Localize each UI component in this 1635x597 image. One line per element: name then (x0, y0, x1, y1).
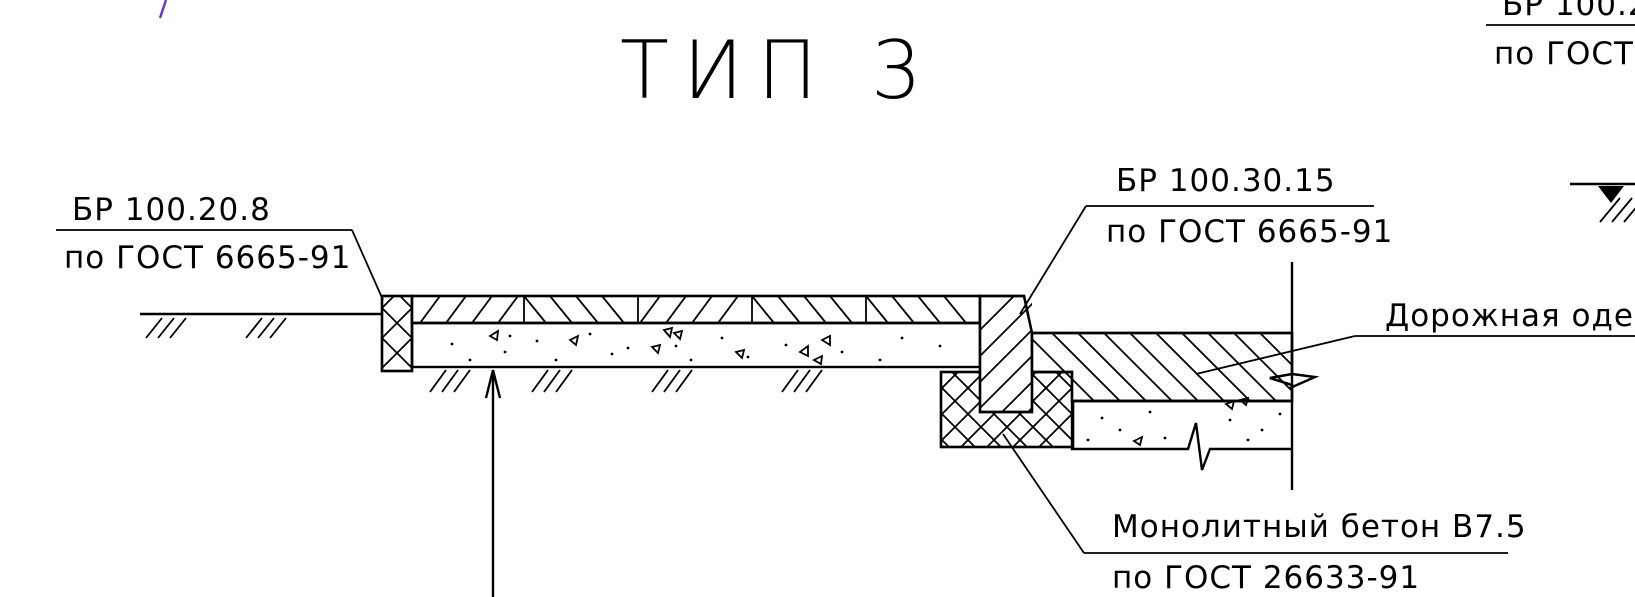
slab-concrete-base (410, 321, 982, 369)
break-mark (1289, 372, 1320, 390)
callout-curb-left-line2: по ГОСТ 6665-91 (64, 240, 351, 276)
accent-mark (158, 0, 168, 19)
callout-curb-top-right: БР 100.2 по ГОСТ 6 (1486, 0, 1635, 72)
callout-curb-top-right-line2: по ГОСТ 6 (1494, 36, 1635, 72)
pavement-base-layer (1070, 396, 1292, 471)
curb-stone-right (978, 294, 1034, 414)
road-pavement (1030, 331, 1294, 403)
callout-concrete-line1: Монолитный бетон В7.5 (1112, 509, 1527, 545)
callout-concrete-line2: по ГОСТ 26633-91 (1112, 560, 1420, 596)
ground-hatch-under-slab (429, 369, 823, 393)
callout-curb-top-right-line1: БР 100.2 (1502, 0, 1635, 23)
callout-road-pavement: Дорожная одежда (1195, 298, 1635, 375)
callout-road-pavement-line1: Дорожная одежда (1385, 298, 1635, 334)
callout-curb-right-line2: по ГОСТ 6665-91 (1106, 214, 1393, 250)
ground-line-left (140, 312, 382, 339)
ground-level-mark-right (1570, 182, 1635, 223)
callout-curb-right: БР 100.30.15 по ГОСТ 6665-91 (1019, 163, 1393, 315)
callout-concrete: Монолитный бетон В7.5 по ГОСТ 26633-91 (1002, 433, 1527, 596)
callout-curb-left-line1: БР 100.20.8 (72, 192, 271, 228)
section-arrow (484, 369, 502, 597)
callout-curb-right-line1: БР 100.30.15 (1116, 163, 1336, 199)
callout-curb-left: БР 100.20.8 по ГОСТ 6665-91 (56, 192, 384, 301)
paving-slab (410, 294, 982, 325)
drawing-title: ТИП 3 (620, 24, 936, 117)
